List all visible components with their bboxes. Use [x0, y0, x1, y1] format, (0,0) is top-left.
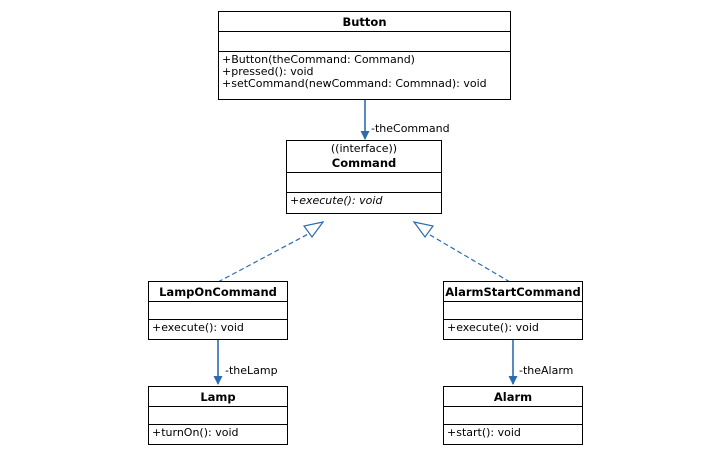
operation: +turnOn(): void [152, 426, 239, 439]
class-name: Alarm [444, 387, 582, 407]
stereotype: ((interface)) [330, 142, 398, 155]
attributes-compartment [219, 32, 510, 52]
operations-compartment: +start(): void [444, 425, 582, 439]
interface-header: ((interface)) Command [287, 141, 441, 173]
attributes-compartment [149, 302, 287, 320]
operation: +execute(): void [290, 194, 383, 207]
operations-compartment: +Button(theCommand: Command) +pressed():… [219, 52, 510, 90]
operations-compartment: +execute(): void [287, 193, 441, 207]
operation: +setCommand(newCommand: Commnad): void [222, 77, 487, 90]
realization-lamponcommand-command [217, 231, 313, 283]
operations-compartment: +execute(): void [444, 320, 582, 334]
class-alarm[interactable]: Alarm +start(): void [443, 386, 583, 445]
class-name: Button [219, 12, 510, 32]
class-name: Command [331, 156, 397, 170]
class-button[interactable]: Button +Button(theCommand: Command) +pre… [218, 11, 511, 100]
class-lamp[interactable]: Lamp +turnOn(): void [148, 386, 288, 445]
operations-compartment: +turnOn(): void [149, 425, 287, 439]
realization-arrowhead-right [412, 221, 435, 239]
class-name: Lamp [149, 387, 287, 407]
operation: +pressed(): void [222, 65, 314, 78]
class-name: LampOnCommand [149, 282, 287, 302]
operation: +Button(theCommand: Command) [222, 53, 415, 66]
attributes-compartment [149, 407, 287, 425]
role-label-thelamp: -theLamp [225, 364, 278, 377]
attributes-compartment [444, 407, 582, 425]
class-name: AlarmStartCommand [444, 282, 582, 302]
role-label-thealarm: -theAlarm [519, 364, 574, 377]
attributes-compartment [444, 302, 582, 320]
operations-compartment: +execute(): void [149, 320, 287, 334]
operation: +execute(): void [447, 321, 539, 334]
realization-arrowhead-left [302, 221, 325, 239]
operation: +execute(): void [152, 321, 244, 334]
class-alarmstartcommand[interactable]: AlarmStartCommand +execute(): void [443, 281, 583, 340]
role-label-thecommand: -theCommand [371, 122, 450, 135]
attributes-compartment [287, 173, 441, 193]
realization-alarmstartcommand-command [424, 231, 511, 283]
class-lamponcommand[interactable]: LampOnCommand +execute(): void [148, 281, 288, 340]
interface-command[interactable]: ((interface)) Command +execute(): void [286, 140, 442, 214]
operation: +start(): void [447, 426, 521, 439]
